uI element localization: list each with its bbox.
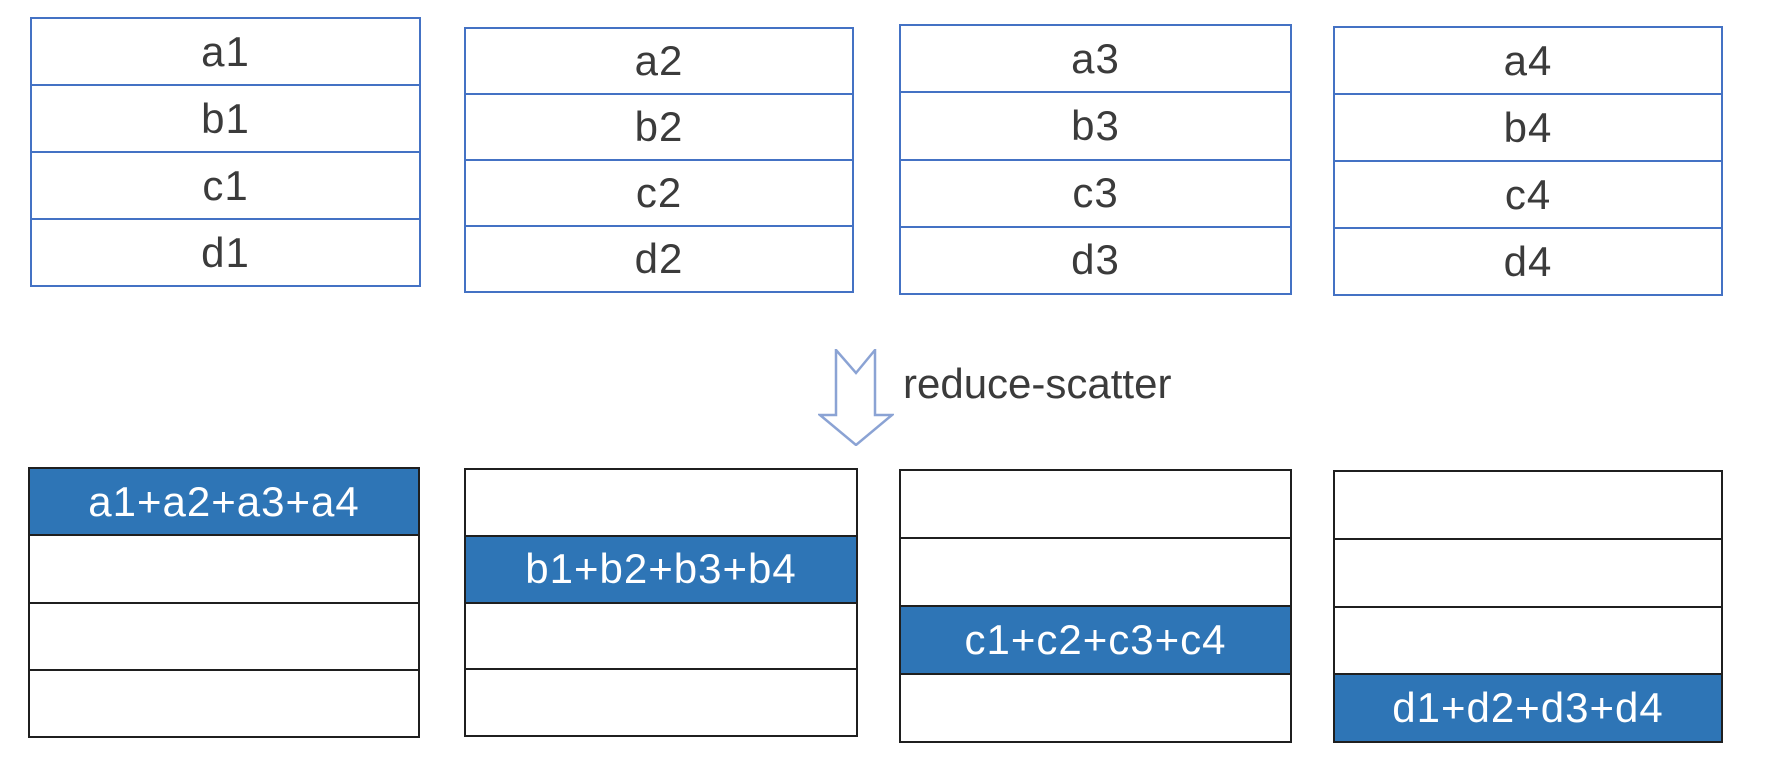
- input-table-rank0: a1 b1 c1 d1: [30, 17, 421, 287]
- table-cell: c1: [32, 151, 419, 218]
- table-cell: [901, 537, 1290, 605]
- down-arrow-icon: [818, 349, 894, 446]
- table-cell: b3: [901, 91, 1290, 158]
- table-cell: [30, 534, 418, 601]
- table-cell: [466, 601, 856, 669]
- table-cell: d2: [466, 225, 852, 291]
- input-table-rank3: a4 b4 c4 d4: [1333, 26, 1723, 296]
- table-cell: [901, 471, 1290, 537]
- operation-label: reduce-scatter: [903, 360, 1172, 407]
- table-cell: a3: [1071, 34, 1120, 82]
- output-table-rank2: c1+c2+c3+c4: [899, 469, 1292, 743]
- table-cell: [1335, 472, 1721, 538]
- table-cell-highlighted: b1+b2+b3+b4: [466, 534, 856, 602]
- input-table-rank2: a3 b3 c3 d3: [899, 24, 1292, 295]
- output-table-rank3: d1+d2+d3+d4: [1333, 470, 1723, 743]
- table-cell-highlighted: d1+d2+d3+d4: [1335, 673, 1721, 741]
- table-cell: [30, 601, 418, 669]
- input-table-rank1: a2 b2 c2 d2: [464, 27, 854, 293]
- table-cell: [901, 673, 1290, 741]
- table-cell: [1335, 605, 1721, 674]
- table-cell: a2: [634, 37, 684, 84]
- table-cell: d3: [901, 225, 1290, 293]
- table-cell: d1: [32, 218, 419, 285]
- table-cell: [466, 668, 856, 735]
- table-cell: b1: [32, 84, 419, 151]
- table-cell: d4: [1335, 227, 1721, 294]
- table-cell: c3: [901, 158, 1290, 226]
- output-table-rank0: a1+a2+a3+a4: [28, 467, 420, 738]
- table-cell: c2: [466, 159, 852, 225]
- table-cell: [466, 470, 856, 535]
- table-cell: b2: [466, 93, 852, 159]
- table-cell: [30, 668, 418, 736]
- output-table-rank1: b1+b2+b3+b4: [464, 468, 858, 737]
- table-cell: c4: [1335, 160, 1721, 227]
- table-cell: [1335, 537, 1721, 606]
- table-cell-highlighted: c1+c2+c3+c4: [901, 605, 1290, 673]
- table-cell: a4: [1503, 36, 1553, 84]
- table-cell: b4: [1335, 93, 1721, 160]
- table-cell: a1: [201, 27, 250, 75]
- table-cell-highlighted: a1+a2+a3+a4: [30, 469, 418, 535]
